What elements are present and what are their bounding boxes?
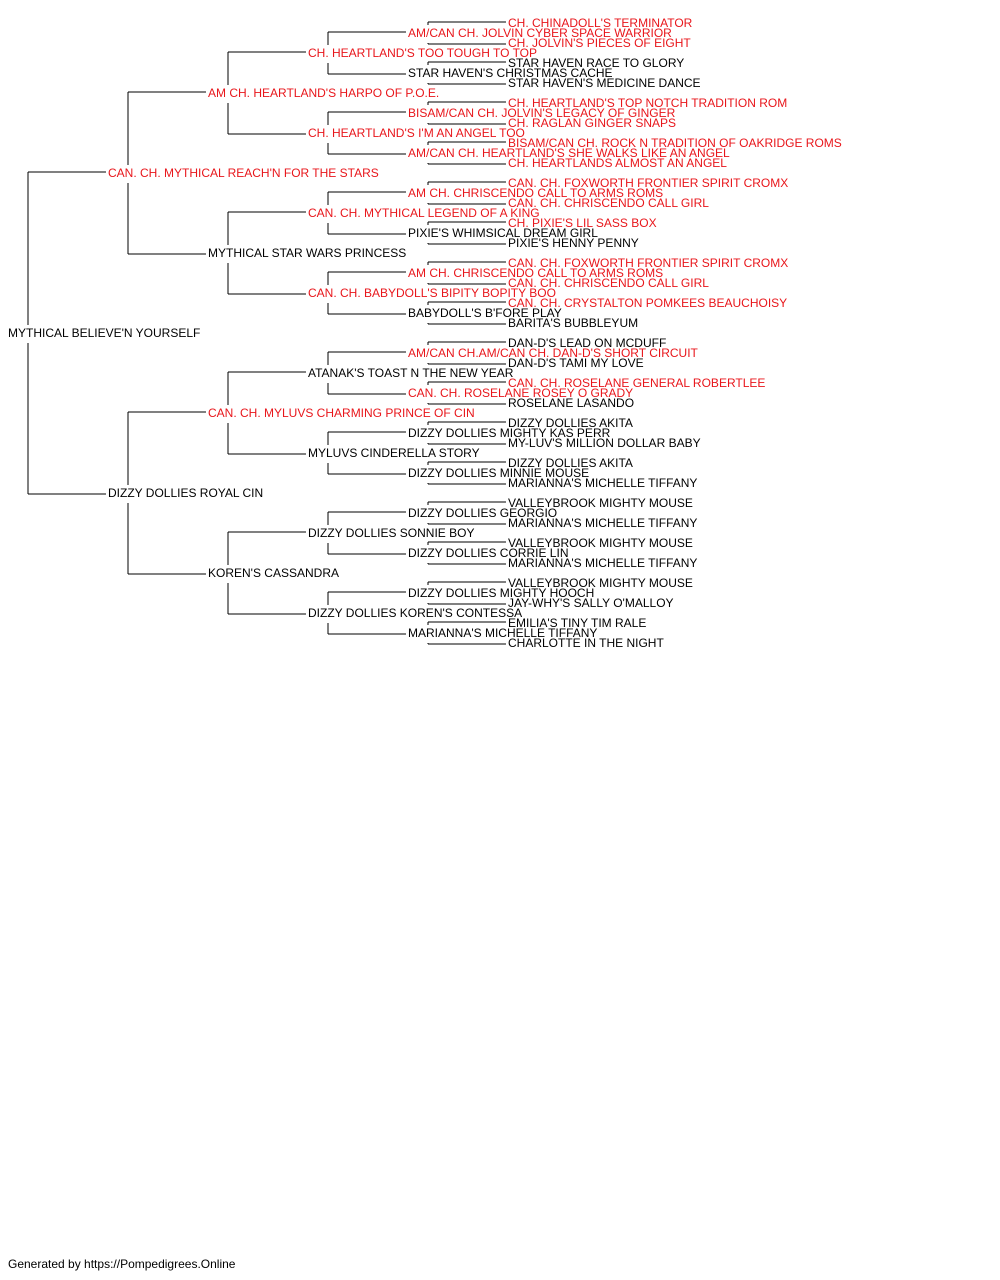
subject-dog-name: MYTHICAL BELIEVE'N YOURSELF	[8, 326, 200, 340]
ancestor-name-gen5: CHARLOTTE IN THE NIGHT	[508, 636, 664, 650]
ancestor-name-gen3: CH. HEARTLAND'S TOO TOUGH TO TOP	[308, 46, 537, 60]
ancestor-name-gen5: CAN. CH. FOXWORTH FRONTIER SPIRIT CROMX	[508, 176, 788, 190]
ancestor-name-gen4: BISAM/CAN CH. JOLVIN'S LEGACY OF GINGER	[408, 106, 676, 120]
ancestor-name-gen5: EMILIA'S TINY TIM RALE	[508, 616, 646, 630]
ancestor-name-gen4: STAR HAVEN'S CHRISTMAS CACHE	[408, 66, 613, 80]
ancestor-name-gen4: AM/CAN CH. JOLVIN CYBER SPACE WARRIOR	[408, 26, 672, 40]
ancestor-name-gen3: MYLUVS CINDERELLA STORY	[308, 446, 480, 460]
ancestor-name-gen4: BABYDOLL'S B'FORE PLAY	[408, 306, 562, 320]
ancestor-name-gen5: CAN. CH. FOXWORTH FRONTIER SPIRIT CROMX	[508, 256, 788, 270]
ancestor-name-gen5: JAY-WHY'S SALLY O'MALLOY	[508, 596, 674, 610]
ancestor-name-gen5: ROSELANE LASANDO	[508, 396, 634, 410]
ancestor-name-gen5: DAN-D'S LEAD ON MCDUFF	[508, 336, 666, 350]
ancestor-name-gen5: MARIANNA'S MICHELLE TIFFANY	[508, 556, 697, 570]
ancestor-name-gen5: CAN. CH. ROSELANE GENERAL ROBERTLEE	[508, 376, 765, 390]
ancestor-name-gen5: CAN. CH. CHRISCENDO CALL GIRL	[508, 276, 709, 290]
ancestor-name-gen5: DAN-D'S TAMI MY LOVE	[508, 356, 644, 370]
ancestor-name-gen5: VALLEYBROOK MIGHTY MOUSE	[508, 576, 693, 590]
ancestor-name-gen4: DIZZY DOLLIES MIGHTY KAS PERR	[408, 426, 611, 440]
ancestor-name-gen4: DIZZY DOLLIES CORRIE LIN	[408, 546, 568, 560]
ancestor-name-gen5: MARIANNA'S MICHELLE TIFFANY	[508, 476, 697, 490]
ancestor-name-gen5: STAR HAVEN RACE TO GLORY	[508, 56, 684, 70]
ancestor-name-gen3: ATANAK'S TOAST N THE NEW YEAR	[308, 366, 514, 380]
ancestor-name-gen2: AM CH. HEARTLAND'S HARPO OF P.O.E.	[208, 86, 439, 100]
ancestor-name-gen2: CAN. CH. MYLUVS CHARMING PRINCE OF CIN	[208, 406, 475, 420]
ancestor-name-gen2: MYTHICAL STAR WARS PRINCESS	[208, 246, 406, 260]
ancestor-name-gen4: DIZZY DOLLIES MIGHTY HOOCH	[408, 586, 594, 600]
ancestor-name-gen4: AM CH. CHRISCENDO CALL TO ARMS ROMS	[408, 186, 663, 200]
ancestor-name-gen1: DIZZY DOLLIES ROYAL CIN	[108, 486, 263, 500]
ancestor-name-gen5: DIZZY DOLLIES AKITA	[508, 456, 633, 470]
ancestor-name-gen5: MARIANNA'S MICHELLE TIFFANY	[508, 516, 697, 530]
ancestor-name-gen3: CAN. CH. MYTHICAL LEGEND OF A KING	[308, 206, 540, 220]
ancestor-name-gen5: CAN. CH. CHRISCENDO CALL GIRL	[508, 196, 709, 210]
ancestor-name-gen4: MARIANNA'S MICHELLE TIFFANY	[408, 626, 597, 640]
ancestor-name-gen4: AM CH. CHRISCENDO CALL TO ARMS ROMS	[408, 266, 663, 280]
ancestor-name-gen5: DIZZY DOLLIES AKITA	[508, 416, 633, 430]
ancestor-name-gen5: CH. CHINADOLL'S TERMINATOR	[508, 16, 693, 30]
ancestor-name-gen5: VALLEYBROOK MIGHTY MOUSE	[508, 536, 693, 550]
footer-credit: Generated by https://Pompedigrees.Online	[8, 1257, 236, 1271]
ancestor-name-gen5: BISAM/CAN CH. ROCK N TRADITION OF OAKRID…	[508, 136, 842, 150]
ancestor-name-gen3: DIZZY DOLLIES KOREN'S CONTESSA	[308, 606, 522, 620]
ancestor-name-gen3: CAN. CH. BABYDOLL'S BIPITY BOPITY BOO	[308, 286, 556, 300]
ancestor-name-gen1: CAN. CH. MYTHICAL REACH'N FOR THE STARS	[108, 166, 379, 180]
ancestor-name-gen5: STAR HAVEN'S MEDICINE DANCE	[508, 76, 701, 90]
ancestor-name-gen5: CH. HEARTLAND'S TOP NOTCH TRADITION ROM	[508, 96, 787, 110]
ancestor-name-gen5: BARITA'S BUBBLEYUM	[508, 316, 638, 330]
ancestor-name-gen4: AM/CAN CH. HEARTLAND'S SHE WALKS LIKE AN…	[408, 146, 730, 160]
ancestor-name-gen4: PIXIE'S WHIMSICAL DREAM GIRL	[408, 226, 598, 240]
ancestor-name-gen4: CAN. CH. ROSELANE ROSEY O GRADY	[408, 386, 633, 400]
ancestor-name-gen5: CAN. CH. CRYSTALTON POMKEES BEAUCHOISY	[508, 296, 787, 310]
ancestor-name-gen5: CH. PIXIE'S LIL SASS BOX	[508, 216, 657, 230]
ancestor-name-gen2: KOREN'S CASSANDRA	[208, 566, 339, 580]
ancestor-name-gen5: CH. RAGLAN GINGER SNAPS	[508, 116, 676, 130]
ancestor-name-gen4: AM/CAN CH.AM/CAN CH. DAN-D'S SHORT CIRCU…	[408, 346, 699, 360]
ancestor-name-gen5: CH. HEARTLANDS ALMOST AN ANGEL	[508, 156, 727, 170]
ancestor-name-gen5: PIXIE'S HENNY PENNY	[508, 236, 639, 250]
ancestor-name-gen3: CH. HEARTLAND'S I'M AN ANGEL TOO	[308, 126, 525, 140]
ancestor-name-gen5: MY-LUV'S MILLION DOLLAR BABY	[508, 436, 701, 450]
ancestor-name-gen5: CH. JOLVIN'S PIECES OF EIGHT	[508, 36, 691, 50]
ancestor-name-gen5: VALLEYBROOK MIGHTY MOUSE	[508, 496, 693, 510]
ancestor-name-gen4: DIZZY DOLLIES GEORGIO	[408, 506, 557, 520]
ancestor-name-gen4: DIZZY DOLLIES MINNIE MOUSE	[408, 466, 589, 480]
ancestor-name-gen3: DIZZY DOLLIES SONNIE BOY	[308, 526, 475, 540]
